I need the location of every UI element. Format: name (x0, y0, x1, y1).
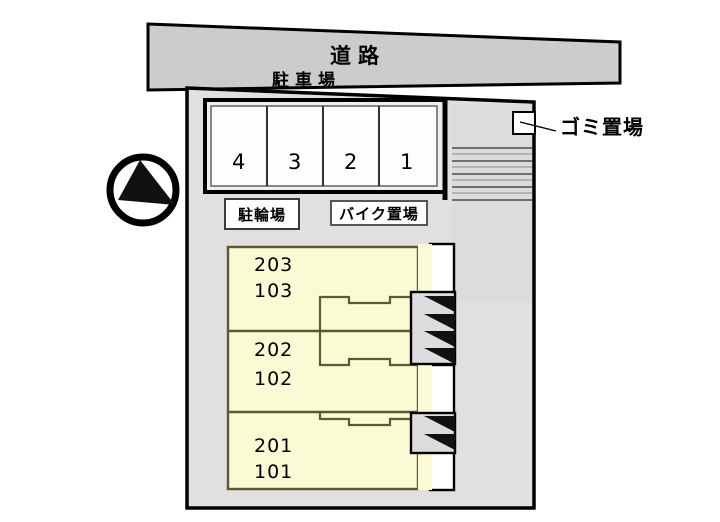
parking-stall-2[interactable]: 2 (344, 150, 358, 174)
parking-lot-label: 駐車場 (272, 71, 341, 91)
north-arrow-icon (106, 153, 180, 227)
parking-stall-1[interactable]: 1 (400, 150, 414, 174)
road-band (146, 22, 622, 92)
building (226, 242, 456, 492)
unit-number-101: 101 (254, 461, 294, 483)
unit-number-102: 102 (254, 368, 294, 390)
parking-stall-4[interactable]: 4 (232, 150, 246, 174)
trash-area-marker (512, 111, 557, 135)
unit-staircase-upper (409, 290, 457, 366)
parking-stall-3[interactable]: 3 (288, 150, 302, 174)
unit-number-201: 201 (254, 435, 294, 457)
trash-area-label: ゴミ置場 (560, 115, 644, 139)
unit-number-202: 202 (254, 339, 294, 361)
unit-number-203: 203 (254, 254, 294, 276)
road-label: 道路 (330, 44, 386, 68)
motorcycle-parking-label: バイク置場 (330, 200, 428, 226)
bicycle-parking-label: 駐輪場 (224, 198, 300, 230)
parking-area (203, 98, 447, 194)
unit-staircase-lower (409, 411, 457, 455)
outdoor-stairs (442, 100, 532, 302)
unit-number-103: 103 (254, 280, 294, 302)
